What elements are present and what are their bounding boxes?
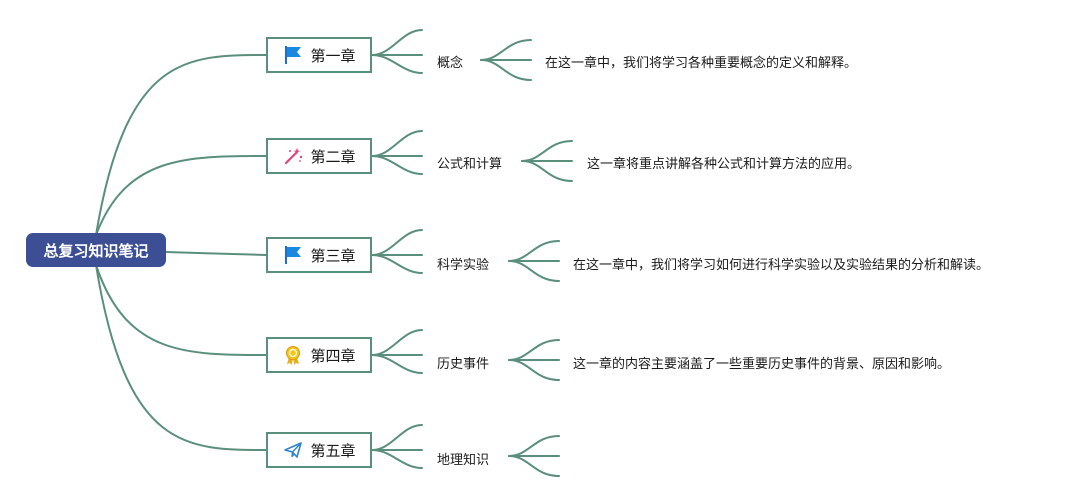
topic-branch-3-1 — [508, 240, 560, 262]
chapter-node-4[interactable]: 第四章 — [266, 337, 372, 373]
chapter-branch-3-1 — [371, 229, 423, 256]
root-connector-2 — [95, 155, 267, 236]
topic-science-experiments[interactable]: 科学实验 — [437, 258, 490, 273]
topic-formulas[interactable]: 公式和计算 — [437, 157, 503, 172]
chapter-branch-1-3 — [371, 54, 423, 74]
chapter-label: 第一章 — [310, 46, 356, 65]
topic-historical-events[interactable]: 历史事件 — [437, 357, 490, 372]
chapter-branch-3-3 — [371, 254, 423, 274]
topic-branch-4-1 — [508, 339, 560, 361]
chapter-branch-4-1 — [371, 329, 423, 356]
blue-flag-icon — [282, 44, 304, 66]
description-chapter-3[interactable]: 在这一章中，我们将学习如何进行科学实验以及实验结果的分析和解读。 — [573, 258, 990, 273]
topic-branch-1-1 — [480, 39, 532, 61]
chapter-branch-2-1 — [371, 130, 423, 157]
topic-concepts[interactable]: 概念 — [437, 56, 464, 71]
topic-branch-4-3 — [508, 359, 560, 381]
chapter-node-2[interactable]: 第二章 — [266, 138, 372, 174]
blue-flag-icon — [282, 244, 304, 266]
paper-plane-icon — [282, 439, 304, 461]
award-medal-icon — [282, 344, 304, 366]
topic-branch-3-3 — [508, 260, 560, 282]
chapter-node-3[interactable]: 第三章 — [266, 237, 372, 273]
chapter-branch-5-3 — [371, 449, 423, 469]
topic-branch-1-3 — [480, 59, 532, 81]
topic-branch-2-3 — [521, 160, 573, 182]
chapter-label: 第三章 — [310, 246, 356, 265]
description-chapter-1[interactable]: 在这一章中，我们将学习各种重要概念的定义和解释。 — [545, 56, 858, 71]
topic-geography[interactable]: 地理知识 — [437, 453, 490, 468]
chapter-branch-2-3 — [371, 155, 423, 175]
description-chapter-2[interactable]: 这一章将重点讲解各种公式和计算方法的应用。 — [587, 157, 861, 172]
magic-wand-icon — [282, 145, 304, 167]
chapter-label: 第四章 — [310, 346, 356, 365]
chapter-node-5[interactable]: 第五章 — [266, 432, 372, 468]
root-connector-5 — [95, 264, 267, 451]
root-node[interactable]: 总复习知识笔记 — [26, 233, 166, 267]
topic-branch-2-1 — [521, 140, 573, 162]
chapter-branch-4-3 — [371, 354, 423, 374]
topic-branch-5-1 — [508, 435, 560, 457]
chapter-branch-1-1 — [371, 29, 423, 56]
topic-branch-5-3 — [508, 455, 560, 477]
chapter-label: 第五章 — [310, 441, 356, 460]
root-connector-1 — [95, 54, 267, 236]
chapter-node-1[interactable]: 第一章 — [266, 37, 372, 73]
root-connector-4 — [95, 264, 267, 356]
description-chapter-4[interactable]: 这一章的内容主要涵盖了一些重要历史事件的背景、原因和影响。 — [573, 357, 951, 372]
chapter-branch-5-1 — [371, 424, 423, 451]
root-connector-3 — [165, 251, 267, 256]
chapter-label: 第二章 — [310, 147, 356, 166]
